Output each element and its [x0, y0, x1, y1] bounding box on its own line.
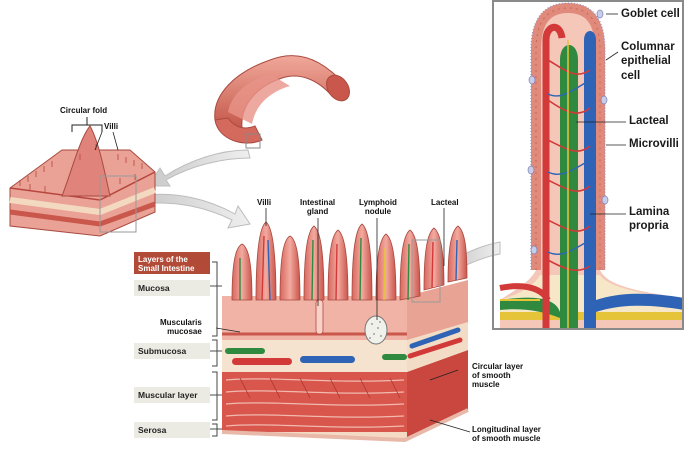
layer-key-title-line1: Layers of the: [138, 255, 188, 264]
circular-fold-label: Circular fold: [60, 106, 108, 115]
circular-layer-label: Circular layer of smooth muscle: [472, 362, 523, 390]
lacteal-label-center: Lacteal: [431, 198, 459, 207]
layer-serosa: Serosa: [134, 422, 210, 438]
wall-block: [221, 221, 469, 443]
intestinal-gland: [315, 299, 324, 335]
villi-row: [231, 221, 468, 301]
lacteal-inset-label: Lacteal: [629, 115, 669, 127]
circular-layer-label-line2: of smooth: [472, 371, 511, 381]
lymphoid-nodule-label: Lymphoid nodule: [359, 198, 397, 216]
lymphoid-nodule-label-line1: Lymphoid: [359, 198, 397, 207]
columnar-label-line3: cell: [621, 69, 641, 82]
layer-submucosa: Submucosa: [134, 343, 210, 359]
zoom-box-villus: [411, 239, 441, 303]
lamina-propria-line2: propria: [629, 220, 669, 233]
intestinal-gland-label-line2: gland: [306, 207, 329, 217]
microvilli-label: Microvilli: [629, 138, 679, 150]
lamina-propria-label: Lamina propria: [629, 205, 669, 234]
circular-layer-label-line3: muscle: [472, 380, 500, 390]
columnar-label-line2: epithelial: [621, 55, 671, 68]
zoom-box-tube: [245, 133, 261, 149]
villi-label-center: Villi: [257, 198, 272, 207]
layer-key: Layers of the Small Intestine Mucosa Sub…: [134, 252, 210, 438]
leader-lines: [208, 208, 471, 433]
villus-inset: [499, 2, 684, 330]
muscularis-mucosae-label-line2: mucosae: [167, 327, 202, 337]
longitudinal-layer-label: Longitudinal layer of smooth muscle: [472, 425, 541, 443]
intestinal-gland-label-line1: Intestinal: [300, 198, 336, 207]
inset-panel-frame: [492, 0, 684, 330]
layer-brackets: [212, 261, 218, 437]
lymphoid-nodule: [364, 315, 388, 345]
muscularis-mucosae-label-line1: Muscularis: [160, 318, 202, 327]
layer-key-title: Layers of the Small Intestine: [134, 252, 210, 274]
zoom-arrow-2: [139, 193, 251, 229]
intestinal-gland-label: Intestinal gland: [300, 198, 335, 216]
wall-section: [9, 117, 157, 237]
goblet-cell-label: Goblet cell: [621, 8, 680, 20]
layer-key-title-line2: Small Intestine: [138, 264, 195, 274]
zoom-box-wall: [99, 175, 137, 233]
lymphoid-nodule-label-line2: nodule: [364, 207, 392, 217]
columnar-epithelial-cell-label: Columnar epithelial cell: [621, 40, 675, 83]
longitudinal-layer-label-line2: of smooth muscle: [472, 434, 541, 444]
layer-muscular: Muscular layer: [134, 387, 210, 403]
circular-layer-label-line1: Circular layer: [472, 362, 524, 371]
layer-mucosa: Mucosa: [134, 280, 210, 296]
lamina-propria-line1: Lamina: [629, 206, 670, 218]
longitudinal-layer-label-line1: Longitudinal layer: [472, 425, 541, 434]
intestine-segment: [214, 55, 350, 149]
muscularis-mucosae-label: Muscularis mucosae: [160, 318, 202, 336]
villi-label-left: Villi: [104, 122, 119, 131]
zoom-arrow-1: [147, 149, 251, 187]
columnar-label-line1: Columnar: [621, 41, 675, 53]
